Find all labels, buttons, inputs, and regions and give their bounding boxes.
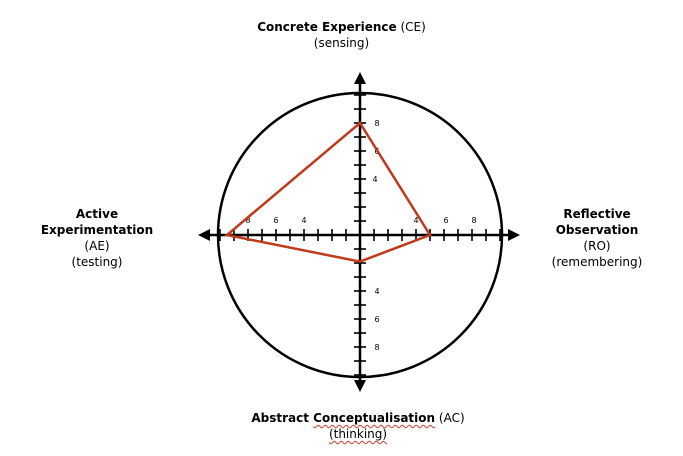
- ac-tick-8: 8: [374, 343, 379, 352]
- arrow-left-icon: [198, 229, 210, 241]
- ae-tick-4: 4: [301, 216, 306, 225]
- ae-code: (AE): [84, 239, 110, 253]
- abstract-conceptualisation-label: Abstract Conceptualisation (AC) (thinkin…: [0, 410, 683, 442]
- ac-code: (AC): [438, 411, 465, 425]
- ae-line1: Active: [75, 207, 119, 221]
- ro-line1: Reflective: [563, 207, 631, 221]
- arrow-right-icon: [508, 229, 520, 241]
- ro-code: (RO): [583, 239, 611, 253]
- ro-tick-6: 6: [443, 216, 448, 225]
- arrow-down-icon: [354, 380, 366, 392]
- concrete-experience-label: Concrete Experience (CE) (sensing): [0, 19, 683, 51]
- ro-tick-8: 8: [471, 216, 476, 225]
- ce-tick-4: 4: [372, 175, 377, 184]
- ac-tick-6: 6: [374, 315, 379, 324]
- ce-code: (CE): [400, 20, 426, 34]
- active-experimentation-label: Active Experimentation (AE) (testing): [30, 206, 164, 270]
- ac-tick-4: 4: [374, 287, 379, 296]
- learning-profile-polygon: [224, 121, 432, 263]
- ac-sub: (thinking): [328, 427, 388, 441]
- ro-line2: Observation: [555, 223, 639, 237]
- ac-title-part2: Conceptualisation: [313, 411, 436, 425]
- ce-tick-8: 8: [374, 119, 379, 128]
- ce-sub: (sensing): [313, 36, 370, 50]
- ae-line2: Experimentation: [40, 223, 154, 237]
- ae-tick-8: 8: [245, 216, 250, 225]
- ro-sub: (remembering): [551, 255, 643, 269]
- ce-title: Concrete Experience: [257, 20, 397, 34]
- ae-sub: (testing): [71, 255, 123, 269]
- ac-title-part1: Abstract: [251, 411, 314, 425]
- ro-tick-4: 4: [413, 216, 418, 225]
- reflective-observation-label: Reflective Observation (RO) (remembering…: [527, 206, 667, 270]
- arrow-up-icon: [354, 72, 366, 84]
- ae-tick-6: 6: [273, 216, 278, 225]
